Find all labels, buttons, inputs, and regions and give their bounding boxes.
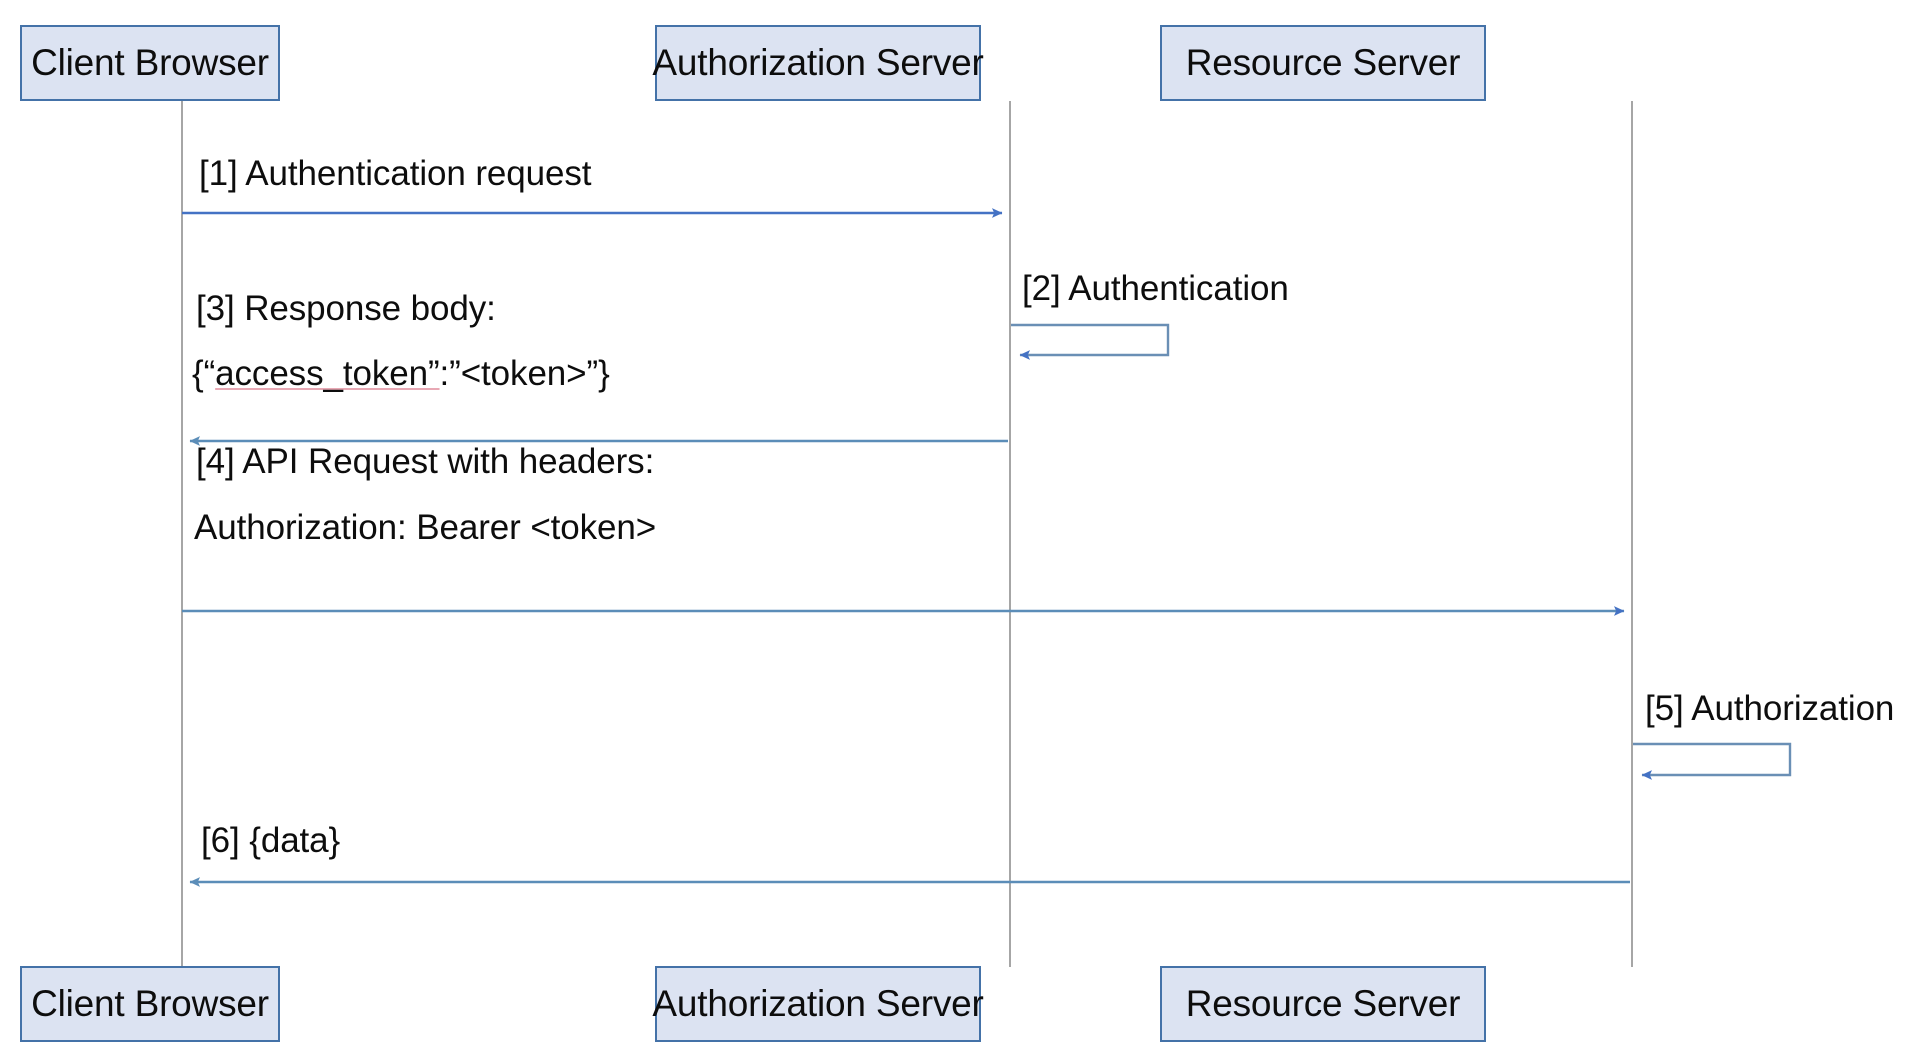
actor-footer-authorization-server[interactable]: Authorization Server [652, 966, 984, 1042]
actor-footer-authorization-server-label: Authorization Server [652, 983, 984, 1024]
actor-header-resource-server[interactable]: Resource Server [1160, 25, 1486, 101]
message-label-5: [5] Authorization [1645, 689, 1895, 728]
message-label-4-line-1: [4] API Request with headers: [196, 442, 655, 481]
message-label-2: [2] Authentication [1022, 269, 1289, 308]
arrow-message-2-self-loop [1011, 323, 1170, 360]
actor-header-client-browser-label: Client Browser [31, 42, 269, 83]
message-label-3-line-1: [3] Response body: [196, 289, 496, 328]
actor-footer-client-browser-label: Client Browser [31, 983, 269, 1024]
actor-header-client-browser[interactable]: Client Browser [20, 25, 280, 101]
json-brace-open: {“ [192, 354, 216, 393]
arrow-message-5-self-loop [1633, 742, 1792, 780]
json-value-token: :”<token>”} [439, 354, 610, 393]
actor-footer-resource-server[interactable]: Resource Server [1160, 966, 1486, 1042]
lifeline-authorization-server [1009, 101, 1011, 967]
lifeline-resource-server [1631, 101, 1633, 967]
message-label-3-line-2: {“access_token”:”<token>”} [192, 353, 610, 394]
message-label-4-line-2: Authorization: Bearer <token> [194, 508, 657, 547]
actor-footer-client-browser[interactable]: Client Browser [20, 966, 280, 1042]
actor-header-resource-server-label: Resource Server [1185, 42, 1461, 83]
message-label-1: [1] Authentication request [199, 154, 592, 193]
message-label-6: [6] {data} [201, 821, 341, 860]
json-key-access-token: access_token” [215, 354, 440, 393]
actor-header-authorization-server-label: Authorization Server [652, 42, 984, 83]
lifeline-client-browser [181, 101, 183, 967]
actor-footer-resource-server-label: Resource Server [1185, 983, 1461, 1024]
actor-header-authorization-server[interactable]: Authorization Server [652, 25, 984, 101]
